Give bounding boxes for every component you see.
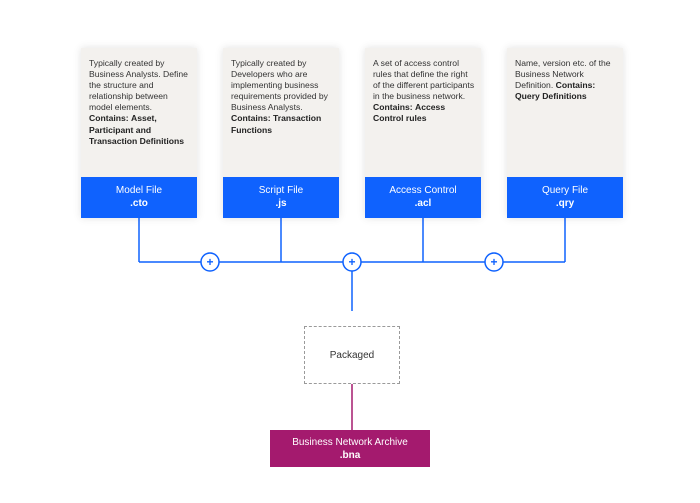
business-network-archive: Business Network Archive .bna (270, 430, 430, 467)
card-title: Model File (115, 185, 163, 196)
plus-icon: + (490, 255, 497, 269)
card-access-control: A set of access control rules that defin… (365, 48, 481, 218)
card-footer: Access Control .acl (365, 177, 481, 218)
card-extension: .cto (130, 198, 148, 209)
card-description: A set of access control rules that defin… (373, 58, 475, 124)
card-model-file: Typically created by Business Analysts. … (81, 48, 197, 218)
card-extension: .js (275, 198, 287, 209)
archive-extension: .bna (339, 450, 361, 461)
packaged-label: Packaged (329, 349, 375, 361)
card-footer: Script File .js (223, 177, 339, 218)
card-extension: .acl (414, 198, 432, 209)
card-script-file: Typically created by Developers who are … (223, 48, 339, 218)
contains-label: Contains: (89, 113, 129, 124)
plus-node-2: + (342, 252, 362, 272)
contains-value: Transaction Functions (231, 113, 322, 135)
card-title: Access Control (389, 185, 457, 196)
packaged-box: Packaged (304, 326, 400, 384)
card-description: Name, version etc. of the Business Netwo… (515, 58, 611, 102)
archive-title: Business Network Archive (292, 437, 408, 448)
contains-value: Query Definitions (515, 91, 587, 102)
card-description: Typically created by Business Analysts. … (89, 58, 188, 146)
plus-icon: + (348, 255, 355, 269)
contains-label: Contains: (555, 80, 596, 91)
card-footer: Query File .qry (507, 177, 623, 218)
contains-label: Contains: (373, 102, 413, 113)
card-description: Typically created by Developers who are … (231, 58, 328, 135)
card-title: Query File (541, 185, 589, 196)
card-extension: .qry (555, 198, 575, 209)
card-footer: Model File .cto (81, 177, 197, 218)
plus-node-1: + (200, 252, 220, 272)
plus-icon: + (206, 255, 213, 269)
contains-value: Asset, Participant and Transaction Defin… (89, 113, 185, 146)
contains-value: Access Control rules (373, 102, 446, 124)
plus-node-3: + (484, 252, 504, 272)
contains-label: Contains: (231, 113, 271, 124)
card-query-file: Name, version etc. of the Business Netwo… (507, 48, 623, 218)
card-title: Script File (258, 185, 304, 196)
